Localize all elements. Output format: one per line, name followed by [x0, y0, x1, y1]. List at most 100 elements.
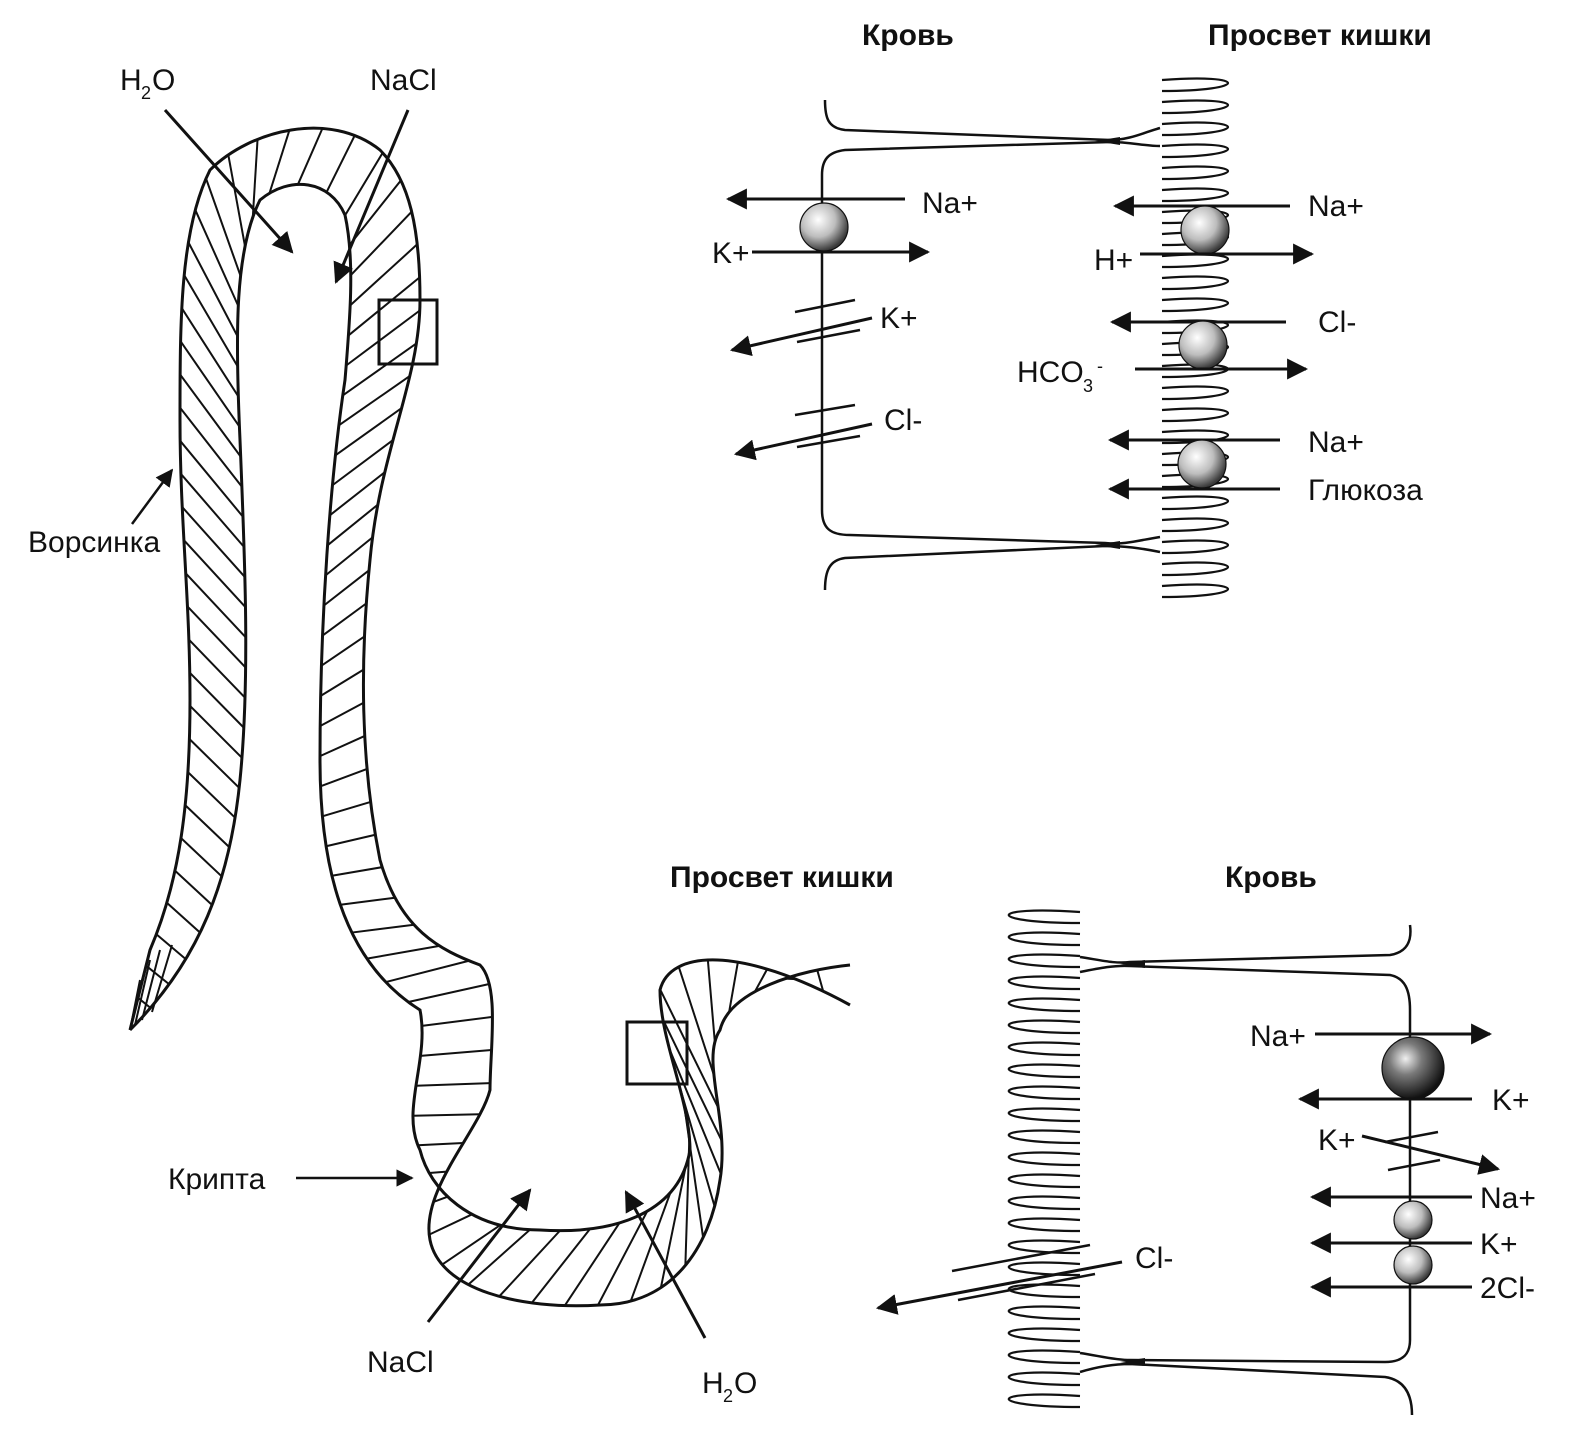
crypt-cl-channel-arrow	[875, 1260, 1123, 1315]
cell-boundary	[349, 243, 418, 307]
villus-tight-junction-bottom	[1095, 541, 1120, 549]
cell-boundary	[319, 735, 366, 758]
villus-salt-label: NaCl	[370, 64, 437, 97]
crypt-cl-channel	[951, 1243, 1096, 1302]
cell-boundary	[676, 1077, 716, 1207]
svg-text:H: H	[120, 64, 142, 97]
cell-boundary	[187, 241, 239, 337]
cell-boundary	[320, 768, 368, 788]
microvilli	[1007, 909, 1081, 1409]
cell-boundary	[331, 866, 383, 877]
cell-boundary	[344, 152, 384, 216]
villus-water-label: H 2 O	[120, 64, 175, 103]
cell-boundary	[186, 605, 247, 669]
cell-boundary	[189, 705, 243, 759]
cell-boundary	[180, 307, 240, 397]
cell-boundary	[706, 959, 716, 1043]
cell-boundary	[322, 800, 371, 818]
cell-boundary	[326, 503, 379, 547]
cell-boundary	[433, 1195, 449, 1203]
villus-cell-region-box	[377, 298, 439, 366]
villus-k-channel	[794, 298, 861, 344]
cell-boundary	[728, 962, 739, 1013]
villus-salt-arrow	[333, 109, 410, 284]
crypt-tight-junction-bottom	[1120, 1358, 1145, 1366]
cell-boundary	[185, 572, 247, 639]
cell-boundary	[183, 539, 247, 608]
cell-boundary	[351, 923, 415, 934]
crypt-blood-header: Кровь	[1225, 861, 1317, 894]
cell-boundary	[668, 1048, 722, 1175]
villus-cell-panel: Кровь Просвет кишки Na+ K+ K+ Cl- Na+ H+	[712, 19, 1432, 599]
cell-boundary	[677, 966, 715, 1076]
cell-boundary	[420, 1049, 492, 1057]
cell-boundary	[421, 1015, 493, 1027]
villus-cl-channel-arrow	[733, 422, 873, 461]
cell-boundary	[183, 274, 239, 367]
villus-cl-hco3-exchanger	[1178, 320, 1228, 370]
crypt-nkcc-subunit-top	[1393, 1200, 1433, 1240]
villus-crypt-tissue: H 2 O NaCl Ворсинка Крипта NaCl H 2 O	[28, 64, 851, 1406]
cell-boundary	[179, 340, 241, 428]
cell-boundary	[166, 902, 201, 934]
crypt-cotr-2cl-label: 2Cl-	[1480, 1272, 1535, 1305]
villus-blood-header: Кровь	[862, 19, 954, 52]
cell-boundary	[684, 1136, 691, 1266]
villus-exch2-cl-label: Cl-	[1318, 306, 1356, 339]
cell-boundary	[498, 1229, 561, 1298]
villus-pump-na-label: Na+	[922, 187, 978, 220]
villus-exch1-h-label: H+	[1094, 244, 1133, 277]
crypt-nkcc-subunit-bottom	[1393, 1245, 1433, 1285]
cell-boundary	[338, 375, 411, 427]
cell-boundary	[531, 1228, 591, 1304]
crypt-salt-arrow	[426, 1188, 532, 1323]
cell-boundary	[181, 506, 246, 578]
villus-tight-junction-top	[1095, 137, 1120, 145]
crypt-salt-label: NaCl	[367, 1346, 434, 1379]
cell-boundary	[180, 473, 245, 548]
cell-boundary	[189, 671, 245, 729]
cell-boundary	[319, 701, 365, 727]
cell-boundary	[188, 638, 246, 699]
svg-text:2: 2	[723, 1386, 733, 1406]
villus-na-h-exchanger	[1180, 205, 1230, 255]
svg-text:-: -	[1097, 356, 1103, 376]
villus-k-channel-label: K+	[880, 302, 918, 335]
cell-boundary	[325, 833, 376, 848]
villus-exch2-hco3-label: HCO 3 -	[1017, 356, 1103, 396]
cell-boundary	[659, 988, 720, 1109]
cell-boundary	[659, 1166, 687, 1288]
crypt-cl-channel-label: Cl-	[1135, 1242, 1173, 1275]
villus-pointer-arrow	[130, 468, 174, 525]
cell-boundary	[385, 959, 470, 984]
cell-boundary	[174, 869, 213, 906]
crypt-cotr-k-label: K+	[1480, 1228, 1518, 1261]
cell-boundary	[753, 968, 769, 993]
cell-boundary	[428, 1213, 473, 1236]
cell-boundary	[324, 536, 374, 577]
cell-boundary	[227, 154, 246, 247]
crypt-k-channel-label: K+	[1318, 1124, 1356, 1157]
crypt-cell-panel: Просвет кишки Кровь Cl- Na+ K+ K+	[670, 861, 1536, 1416]
cell-boundary	[145, 964, 170, 986]
crypt-pump-na-label: Na+	[1250, 1020, 1306, 1053]
villus-tip-fringe	[129, 944, 173, 1031]
crypt-lumen-header: Просвет кишки	[670, 861, 894, 894]
villus-cell-outline	[820, 99, 1161, 591]
cell-boundary	[412, 1113, 480, 1117]
cell-boundary	[347, 276, 421, 337]
cell-boundary	[340, 896, 396, 906]
cell-boundary	[417, 1141, 464, 1147]
crypt-tight-junction-top	[1120, 960, 1145, 968]
epithelial-cell-boundaries	[137, 128, 825, 1307]
villus-cl-channel	[794, 403, 861, 449]
villus-na-k-pump	[799, 202, 849, 252]
svg-text:H: H	[702, 1367, 724, 1400]
cell-boundary	[329, 471, 386, 517]
villus-pump-k-label: K+	[712, 237, 750, 270]
villus-k-channel-arrow	[729, 316, 873, 357]
cell-boundary	[342, 342, 417, 397]
cell-boundary	[467, 1228, 531, 1286]
cell-boundary	[194, 209, 240, 307]
crypt-cell-outline	[1079, 924, 1414, 1416]
